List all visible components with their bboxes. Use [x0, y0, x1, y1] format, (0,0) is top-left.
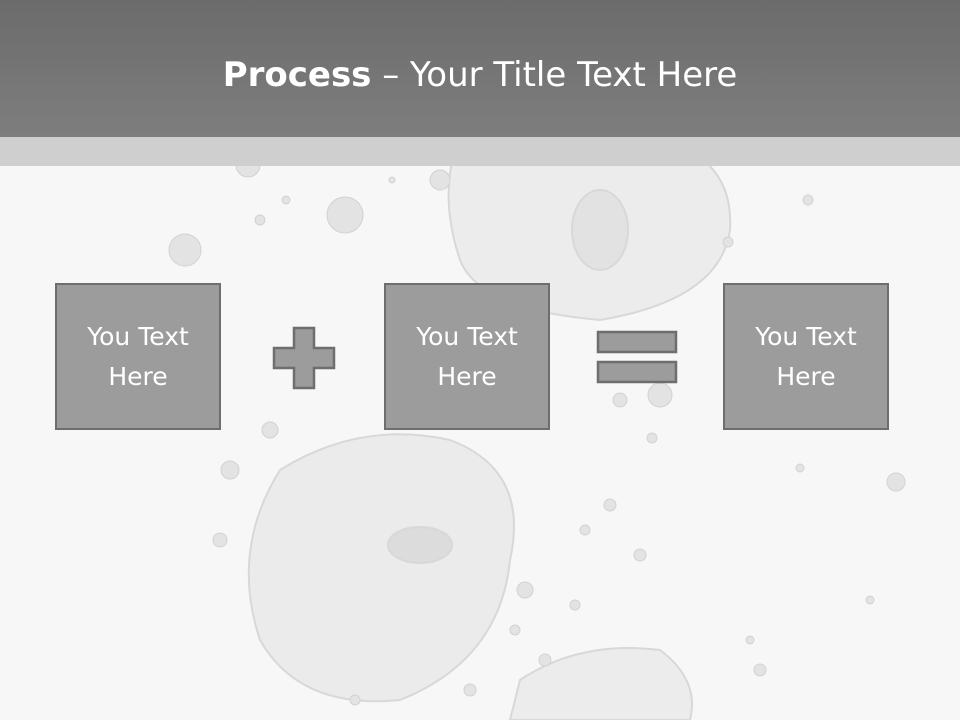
process-box-3-text: You Text Here: [755, 321, 857, 391]
title-bar: [0, 0, 960, 137]
slide-title: Process – Your Title Text Here: [0, 52, 960, 98]
title-regular-text: – Your Title Text Here: [371, 55, 738, 95]
process-box-1-text: You Text Here: [87, 321, 189, 391]
process-box-3: You Text Here: [723, 283, 889, 430]
equals-icon: [596, 330, 678, 384]
process-box-1: You Text Here: [55, 283, 221, 430]
plus-icon: [272, 326, 336, 390]
title-bold-text: Process: [222, 55, 372, 95]
process-box-2: You Text Here: [384, 283, 550, 430]
process-box-2-text: You Text Here: [416, 321, 518, 391]
title-underline-band: [0, 137, 960, 166]
